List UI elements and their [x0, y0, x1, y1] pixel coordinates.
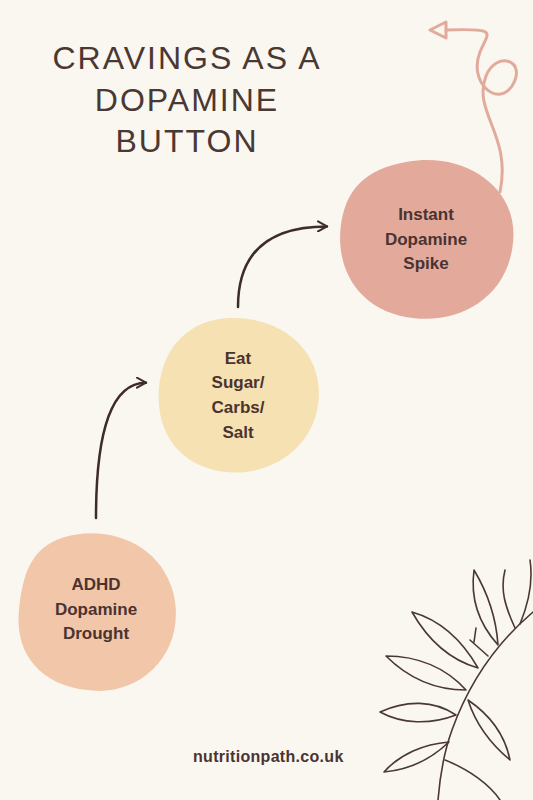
title: CRAVINGS AS A DOPAMINE BUTTON: [22, 38, 352, 163]
node-text: Eat Sugar/ Carbs/ Salt: [202, 347, 274, 446]
blob-node: Eat Sugar/ Carbs/ Salt: [152, 313, 324, 479]
blob-shape: [152, 313, 324, 479]
curved-arrow: [96, 383, 146, 518]
curved-arrow: [238, 226, 327, 307]
blob-node: Instant Dopamine Spike: [333, 155, 519, 325]
node-text: ADHD Dopamine Drought: [40, 573, 152, 647]
blob-node: ADHD Dopamine Drought: [12, 524, 180, 696]
node-text: Instant Dopamine Spike: [370, 203, 482, 277]
footer-url: nutritionpath.co.uk: [193, 748, 344, 766]
leaf-branch: [380, 560, 533, 800]
